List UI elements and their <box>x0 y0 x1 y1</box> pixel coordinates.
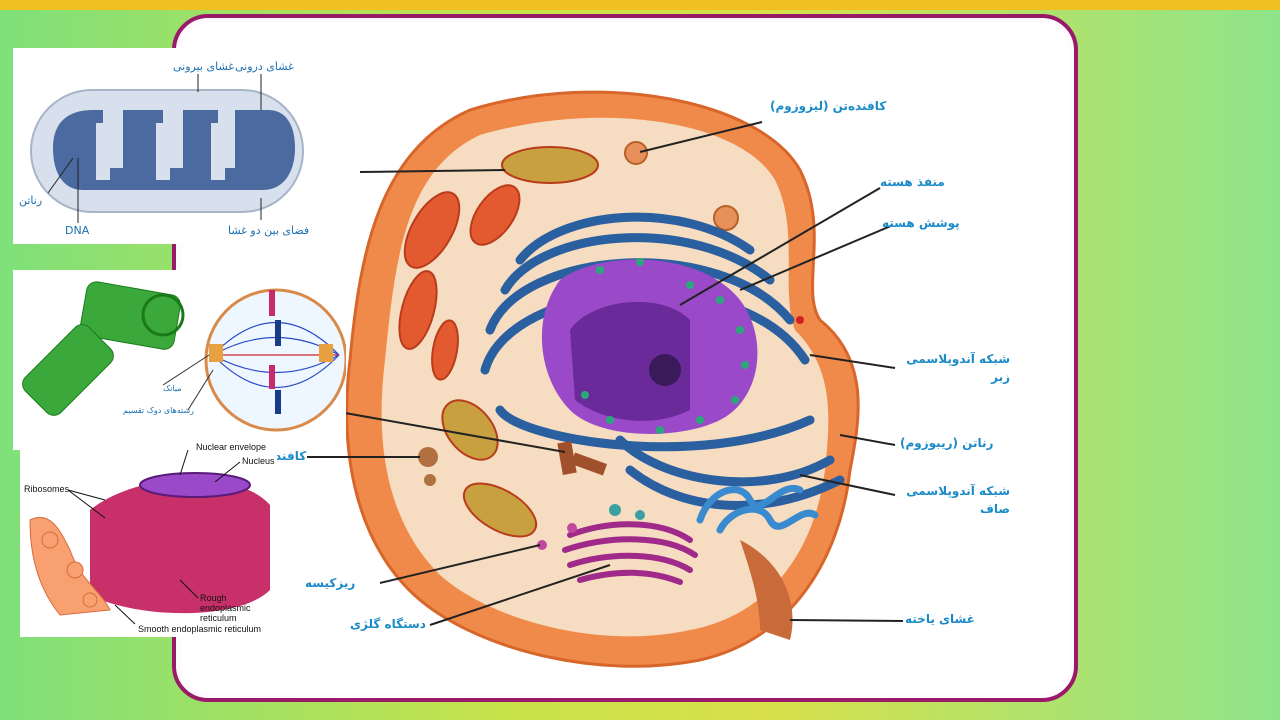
rough-er-shape <box>480 212 845 510</box>
top-accent-bar <box>0 0 1280 10</box>
label-cell-membrane: غشای یاخته <box>905 612 975 626</box>
label-rough-er: شبکه آندوپلاسمی زبر <box>906 352 1010 384</box>
mito-label-ribosome: رناتن <box>19 194 43 207</box>
er-label-nucleus: Nucleus <box>242 456 275 466</box>
er-panel: Nuclear envelope Nucleus Ribosomes Rough… <box>20 442 277 637</box>
label-nuclear-pore: منفذ هسته <box>880 175 945 189</box>
er-label-rough-er: Rough endoplasmic reticulum <box>200 593 251 623</box>
mitochondrion-diagram <box>30 74 304 223</box>
label-vesicle: ریزکیسه <box>305 576 356 590</box>
label-golgi: دستگاه گلژی <box>350 617 426 631</box>
smooth-er-shape <box>696 484 819 534</box>
golgi-shape <box>562 521 698 585</box>
label-smooth-er: شبکه آندوپلاسمی صاف <box>906 484 1010 516</box>
mito-label-outer-membrane: غشای بیرونی <box>173 60 235 73</box>
mitochondrion-panel: غشای درونی غشای بیرونی رناتن DNA فضای بی… <box>13 48 360 244</box>
label-centriole: کافند <box>275 449 307 463</box>
er-label-nuclear-envelope: Nuclear envelope <box>196 442 267 452</box>
spindle-panel: میانک رشته‌های دوک تقسیم <box>13 270 346 450</box>
mito-label-dna: DNA <box>65 224 90 237</box>
er-label-ribosomes: Ribosomes <box>24 484 70 494</box>
label-nuclear-envelope: پوشش هسته <box>882 216 960 230</box>
er-label-smooth-er: Smooth endoplasmic reticulum <box>138 624 262 634</box>
mito-label-inner-membrane: غشای درونی <box>235 60 294 73</box>
mito-label-intermembrane: فضای بین دو غشا <box>228 224 310 237</box>
label-lysosome: کافنده‌تن (لیزوزوم) <box>770 99 887 113</box>
spindle-label-fibers: رشته‌های دوک تقسیم <box>123 406 195 415</box>
spindle-label-centriole: میانک <box>163 384 182 393</box>
spindle-diagram <box>22 281 346 432</box>
mitochondria <box>398 146 599 538</box>
er-diagram <box>29 450 270 625</box>
label-ribosome: رناتن (ریبوزوم) <box>900 436 994 450</box>
